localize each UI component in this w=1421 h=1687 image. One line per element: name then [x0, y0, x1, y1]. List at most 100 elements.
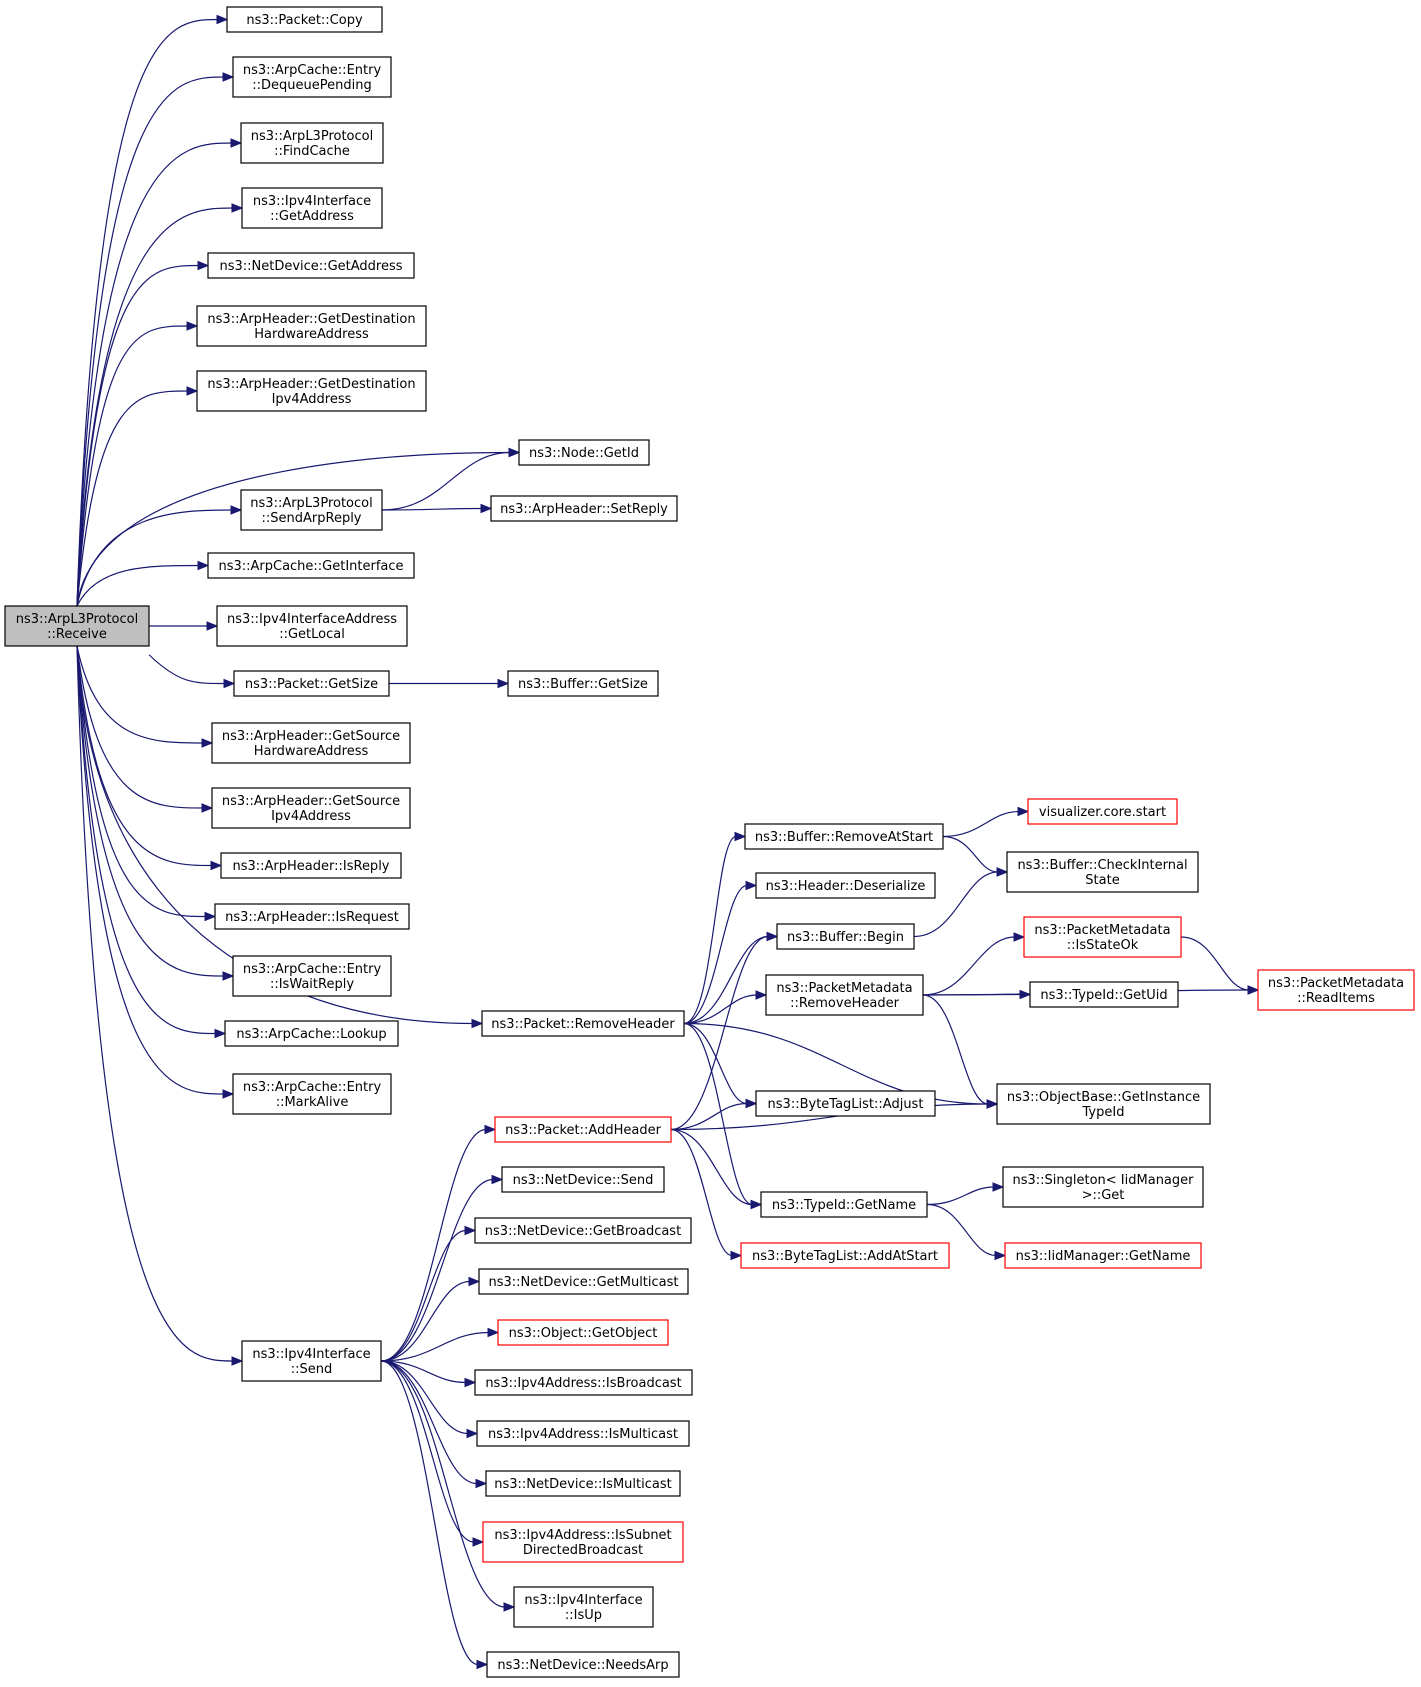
node-typeid-get-uid[interactable]: ns3::TypeId::GetUid [1029, 981, 1179, 1008]
node-arpcache-get-interface[interactable]: ns3::ArpCache::GetInterface [207, 552, 415, 579]
node-label: ns3::ArpCache::GetInterface [218, 559, 403, 574]
node-label: HardwareAddress [254, 327, 369, 342]
node-header-deserialize[interactable]: ns3::Header::Deserialize [755, 872, 936, 899]
node-label: ns3::ArpHeader::GetSource [222, 794, 400, 809]
node-netdev-get-address[interactable]: ns3::NetDevice::GetAddress [207, 252, 415, 279]
node-label: ns3::ByteTagList::Adjust [768, 1097, 924, 1112]
edge-receive-to-netdev-get-address [76, 260, 210, 607]
node-ipv4if-is-up[interactable]: ns3::Ipv4Interface::IsUp [513, 1586, 654, 1628]
node-label: ns3::Packet::GetSize [245, 677, 378, 692]
node-box [211, 722, 411, 764]
edge-receive-to-is-reply [76, 645, 223, 871]
node-label: ::IsUp [565, 1608, 602, 1623]
node-box [207, 552, 415, 579]
node-label: ns3::Header::Deserialize [766, 879, 926, 894]
node-label: ::FindCache [274, 144, 350, 159]
node-remove-header[interactable]: ns3::Packet::RemoveHeader [481, 1010, 685, 1037]
node-ipv4addr-is-broadcast[interactable]: ns3::Ipv4Address::IsBroadcast [474, 1369, 693, 1396]
node-label: ns3::ArpHeader::GetSource [222, 729, 400, 744]
edge-ipv4if-send-to-netdev-get-broadcast [380, 1225, 477, 1362]
node-ipv4addr-is-multicast[interactable]: ns3::Ipv4Address::IsMulticast [476, 1420, 690, 1447]
node-label: ns3::Ipv4Address::IsSubnet [494, 1528, 671, 1543]
node-label: ns3::ObjectBase::GetInstance [1007, 1090, 1200, 1105]
node-is-wait-reply[interactable]: ns3::ArpCache::Entry::IsWaitReply [232, 955, 392, 997]
node-get-local[interactable]: ns3::Ipv4InterfaceAddress::GetLocal [216, 605, 408, 647]
node-label: ns3::Buffer::Begin [787, 930, 904, 945]
node-bytetag-add-at-start[interactable]: ns3::ByteTagList::AddAtStart [740, 1242, 950, 1269]
node-bytetag-adjust[interactable]: ns3::ByteTagList::Adjust [755, 1090, 936, 1117]
node-netdev-is-multicast[interactable]: ns3::NetDevice::IsMulticast [485, 1470, 681, 1497]
node-box [760, 1191, 928, 1218]
node-label: ns3::PacketMetadata [1268, 976, 1404, 991]
edge-packet-add-header-to-bytetag-add-at-start [670, 1128, 743, 1261]
node-label: ::IsStateOk [1067, 938, 1139, 953]
node-label: >::Get [1082, 1188, 1125, 1203]
edge-receive-to-mark-alive [76, 645, 235, 1099]
edge-receive-to-arpcache-get-interface [76, 560, 210, 607]
node-label: ns3::Node::GetId [529, 446, 639, 461]
node-send-arp-reply[interactable]: ns3::ArpL3Protocol::SendArpReply [240, 489, 383, 531]
node-ipv4addr-is-subnet-directed[interactable]: ns3::Ipv4Address::IsSubnetDirectedBroadc… [482, 1521, 684, 1563]
edge-packet-get-size-to-buffer-get-size [389, 678, 510, 689]
node-netdev-get-multicast[interactable]: ns3::NetDevice::GetMulticast [478, 1268, 689, 1295]
node-singleton-get[interactable]: ns3::Singleton< IidManager>::Get [1002, 1166, 1204, 1208]
node-box [494, 1116, 672, 1143]
node-pm-is-state-ok[interactable]: ns3::PacketMetadata::IsStateOk [1023, 916, 1182, 958]
node-node-get-id[interactable]: ns3::Node::GetId [518, 439, 650, 466]
node-set-reply[interactable]: ns3::ArpHeader::SetReply [490, 495, 678, 522]
node-buffer-begin[interactable]: ns3::Buffer::Begin [776, 923, 915, 950]
node-label: ns3::ArpHeader::IsRequest [225, 910, 399, 925]
node-label: Ipv4Address [272, 392, 352, 407]
node-lookup[interactable]: ns3::ArpCache::Lookup [224, 1020, 399, 1047]
edge-ipv4if-send-to-netdev-is-multicast [380, 1360, 488, 1489]
node-pm-read-items[interactable]: ns3::PacketMetadata::ReadItems [1257, 969, 1415, 1011]
node-ipv4if-send[interactable]: ns3::Ipv4Interface::Send [241, 1340, 382, 1382]
node-object-get-object[interactable]: ns3::Object::GetObject [497, 1319, 669, 1346]
node-label: ns3::Packet::AddHeader [505, 1123, 661, 1138]
edge-receive-to-is-wait-reply [76, 645, 235, 981]
node-get-dest-ipv4[interactable]: ns3::ArpHeader::GetDestinationIpv4Addres… [196, 370, 427, 412]
node-buffer-remove-at-start[interactable]: ns3::Buffer::RemoveAtStart [744, 823, 944, 850]
node-box [507, 670, 659, 697]
call-nodes: ns3::ArpL3Protocol::Receivens3::Packet::… [4, 6, 1415, 1678]
node-packet-add-header[interactable]: ns3::Packet::AddHeader [494, 1116, 672, 1143]
node-find-cache[interactable]: ns3::ArpL3Protocol::FindCache [240, 122, 384, 164]
edge-packet-add-header-to-typeid-get-name [670, 1128, 763, 1210]
node-ipv4if-get-address[interactable]: ns3::Ipv4Interface::GetAddress [241, 187, 383, 229]
node-box [240, 122, 384, 164]
node-is-reply[interactable]: ns3::ArpHeader::IsReply [220, 852, 402, 879]
node-pm-remove-header[interactable]: ns3::PacketMetadata::RemoveHeader [765, 974, 924, 1016]
node-dequeue-pending[interactable]: ns3::ArpCache::Entry::DequeuePending [232, 56, 392, 98]
node-box [474, 1217, 692, 1244]
node-typeid-get-name[interactable]: ns3::TypeId::GetName [760, 1191, 928, 1218]
node-box [765, 974, 924, 1016]
node-box [1002, 1166, 1204, 1208]
node-label: ns3::ArpL3Protocol [250, 496, 372, 511]
node-mark-alive[interactable]: ns3::ArpCache::Entry::MarkAlive [232, 1073, 392, 1115]
node-label: ns3::ArpCache::Entry [243, 1080, 382, 1095]
node-box [1027, 798, 1178, 825]
node-label: ns3::Singleton< IidManager [1012, 1173, 1194, 1188]
node-label: ns3::IidManager::GetName [1016, 1249, 1191, 1264]
node-get-dest-hw[interactable]: ns3::ArpHeader::GetDestinationHardwareAd… [196, 305, 427, 347]
node-buffer-get-size[interactable]: ns3::Buffer::GetSize [507, 670, 659, 697]
node-receive[interactable]: ns3::ArpL3Protocol::Receive [4, 605, 150, 647]
node-visualizer-start[interactable]: visualizer.core.start [1027, 798, 1178, 825]
node-netdev-get-broadcast[interactable]: ns3::NetDevice::GetBroadcast [474, 1217, 692, 1244]
node-is-request[interactable]: ns3::ArpHeader::IsRequest [214, 903, 410, 930]
node-label: ns3::ArpHeader::IsReply [232, 859, 389, 874]
edge-ipv4if-send-to-ipv4addr-is-broadcast [380, 1360, 477, 1388]
node-packet-copy[interactable]: ns3::Packet::Copy [226, 6, 383, 33]
node-iidmanager-get-name[interactable]: ns3::IidManager::GetName [1004, 1242, 1202, 1269]
edge-remove-header-to-header-deserialize [683, 880, 758, 1025]
node-box [474, 1369, 693, 1396]
node-packet-get-size[interactable]: ns3::Packet::GetSize [233, 670, 390, 697]
node-netdev-send[interactable]: ns3::NetDevice::Send [501, 1166, 665, 1193]
node-box [241, 1340, 382, 1382]
node-netdev-needs-arp[interactable]: ns3::NetDevice::NeedsArp [486, 1651, 680, 1678]
node-label: ns3::Packet::RemoveHeader [491, 1017, 675, 1032]
